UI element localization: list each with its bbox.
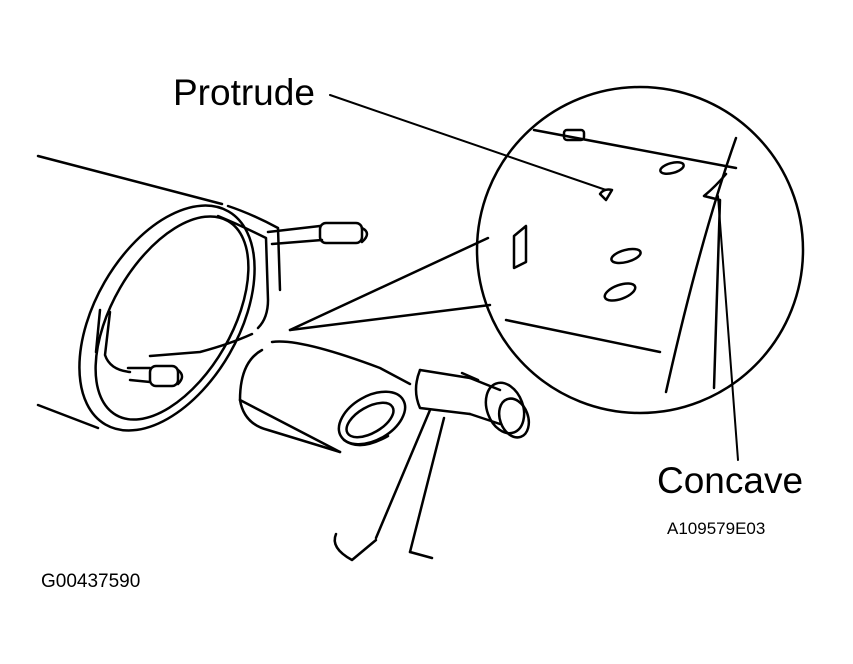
figure-code-a: A109579E03 [667, 520, 766, 537]
protrude-leader [329, 94, 607, 191]
concave-leader [717, 195, 739, 461]
callout-pointer [288, 236, 492, 332]
figure-code-g: G00437590 [41, 571, 141, 592]
internal-bracket [94, 204, 282, 374]
tube-housing [36, 154, 256, 432]
drift-tool [238, 340, 412, 454]
concave-label: Concave [657, 460, 804, 501]
upper-pipe [266, 221, 369, 246]
protrude-label: Protrude [173, 72, 315, 113]
lower-pipe [126, 364, 184, 388]
detail-circle [475, 85, 805, 415]
hammer [333, 368, 531, 562]
